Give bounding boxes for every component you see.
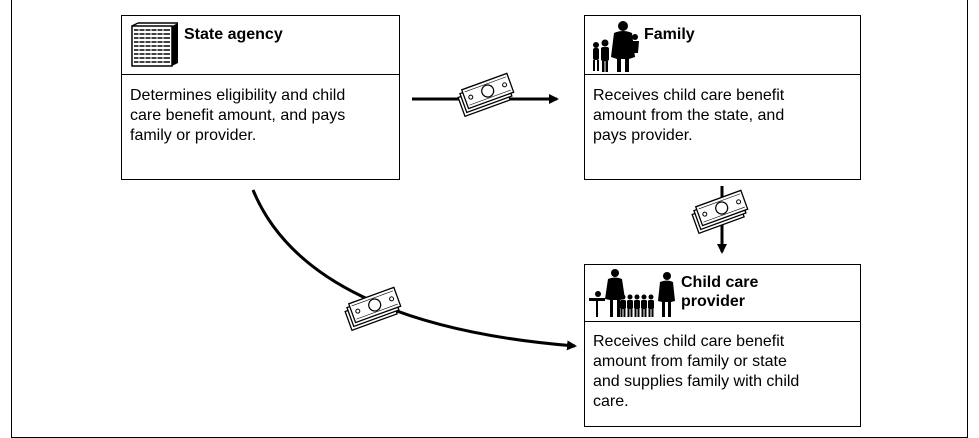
child-care-provider-description: Receives child care benefit amount from … <box>593 332 854 412</box>
family-description: Receives child care benefit amount from … <box>593 86 854 146</box>
state-agency-header: State agency <box>122 16 399 75</box>
description-line: and supplies family with child <box>593 373 800 390</box>
family-icon <box>593 21 639 72</box>
description-line: family or provider. <box>130 127 257 144</box>
state-agency-title: State agency <box>184 26 283 43</box>
edge-state-to-provider <box>251 189 577 351</box>
state-agency-description: Determines eligibility and child care be… <box>130 86 393 146</box>
description-line: care benefit amount, and pays <box>130 107 346 124</box>
title-line: provider <box>681 293 746 310</box>
description-line: amount from family or state <box>593 353 787 370</box>
child-care-provider-header: Child care provider <box>585 265 860 322</box>
description-line: pays provider. <box>593 127 693 144</box>
family-title: Family <box>644 26 695 43</box>
description-line: Receives child care benefit <box>593 333 785 350</box>
edge-state-to-family <box>412 72 559 117</box>
money-icon <box>455 72 517 117</box>
description-line: Receives child care benefit <box>593 87 785 104</box>
children-group-icon <box>589 269 675 317</box>
child-care-provider-box: Child care provider Receives child care … <box>584 264 861 427</box>
money-icon <box>689 189 751 234</box>
child-care-provider-title: Child care provider <box>681 273 758 311</box>
money-icon <box>342 286 404 331</box>
edge-family-to-provider <box>689 186 751 254</box>
title-line: Child care <box>681 274 759 291</box>
building-icon <box>131 22 178 67</box>
family-header: Family <box>585 16 860 75</box>
description-line: care. <box>593 393 629 410</box>
state-agency-box: State agency Determines eligibility and … <box>121 15 400 180</box>
family-box: Family Receives child care benefit amoun… <box>584 15 861 180</box>
description-line: amount from the state, and <box>593 107 785 124</box>
description-line: Determines eligibility and child <box>130 87 346 104</box>
